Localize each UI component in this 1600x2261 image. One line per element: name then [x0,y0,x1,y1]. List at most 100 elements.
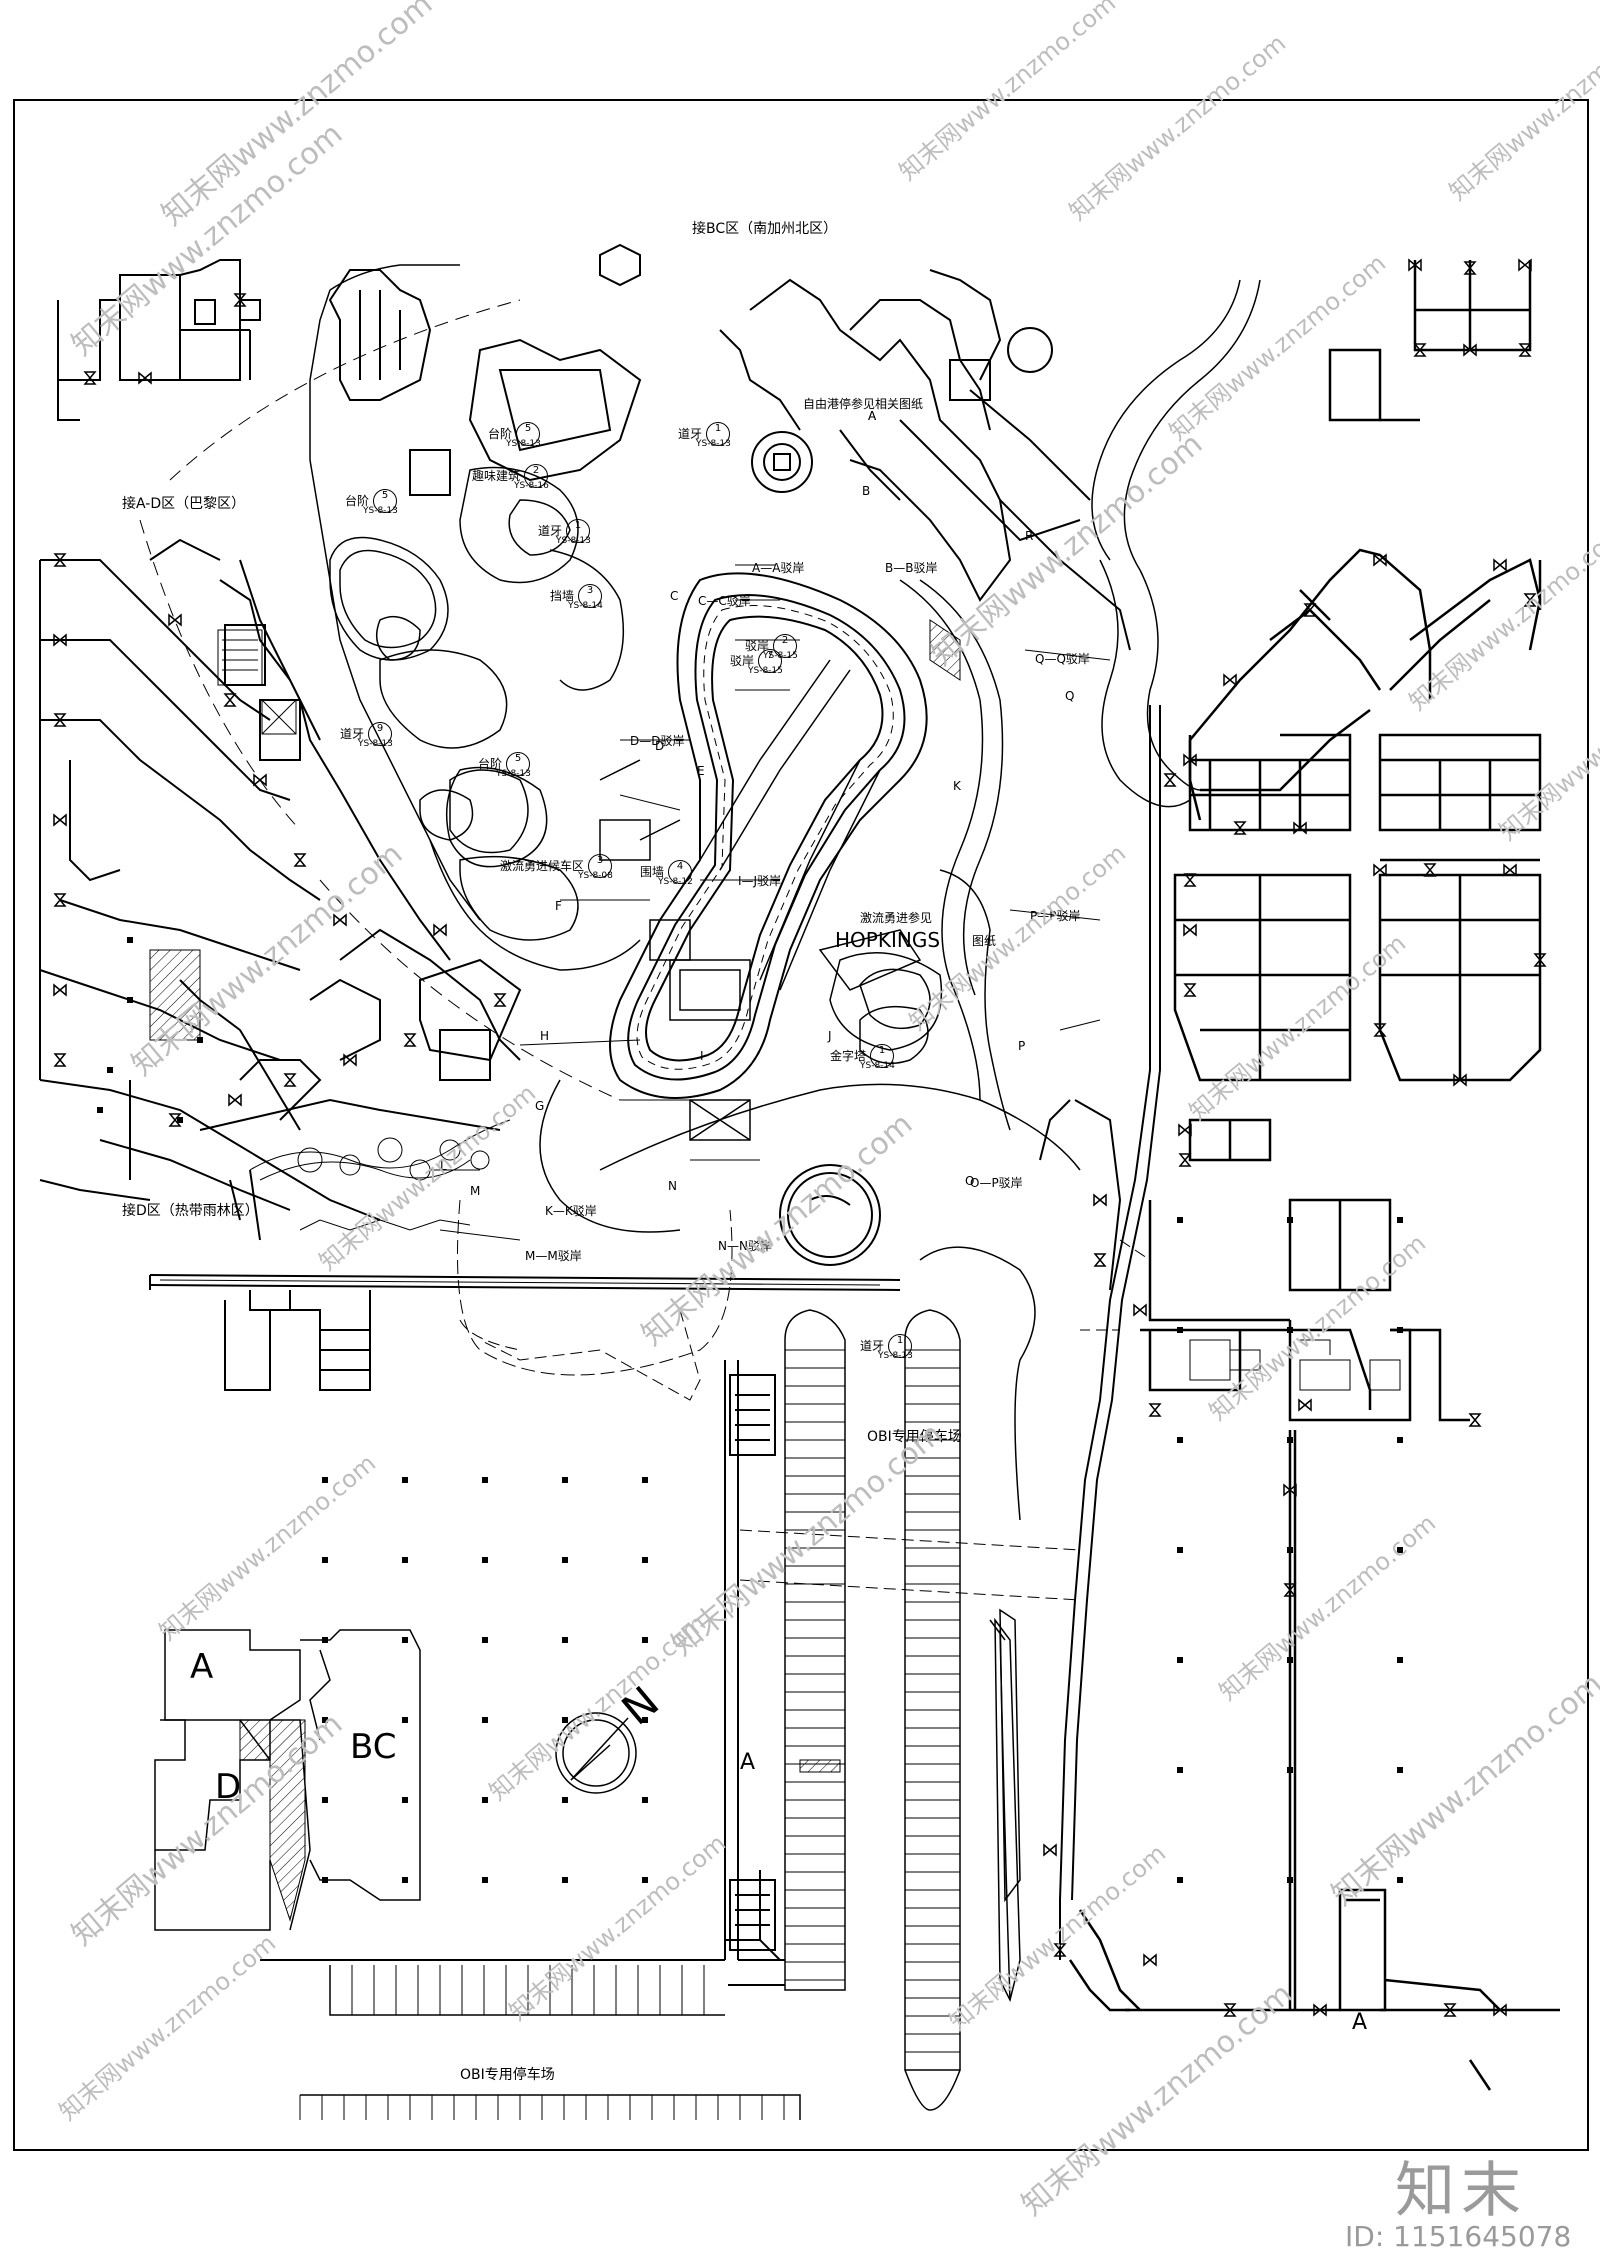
callout-bubble: 1 [870,1044,894,1068]
lagoon-islands [329,466,641,971]
callout-ref: YS-8-08 [578,871,613,881]
column-marker [562,1557,568,1563]
column-marker [1287,1547,1293,1553]
ne-buildings [719,269,1131,651]
callout-bubble: 3 [588,854,612,878]
center-stair-core [729,1374,776,1951]
column-marker [1177,1767,1183,1773]
wall-connector [1453,1073,1467,1087]
section-cut-lines [430,564,1111,1241]
key-plan-d-label: D [215,1767,242,1807]
wall-connector [1468,1413,1482,1427]
column-marker [322,1877,328,1883]
wall-connector [1463,261,1477,275]
column-marker [1177,1877,1183,1883]
wall-connector [53,713,67,727]
wall-connector [1423,863,1437,877]
column-marker [177,1117,183,1123]
wall-connector [1223,2003,1237,2017]
drawing-frame [13,99,1589,2151]
section-mark-g: G [535,1099,545,1113]
section-mark-k: K [953,779,961,793]
column-marker [402,1477,408,1483]
section-label-d: D—D驳岸 [630,734,685,748]
sw-buildings [199,928,522,1241]
marker-a-mid: A [740,1750,756,1775]
wall-connector [223,693,237,707]
column-marker [322,1557,328,1563]
river-channel [609,572,928,1099]
wall-connector [53,1053,67,1067]
wall-connector [1373,863,1387,877]
ne-curved-road [1091,279,1261,808]
river-center-dash [636,605,894,1070]
column-marker [1287,1767,1293,1773]
wall-connector [293,853,307,867]
column-marker [562,1797,568,1803]
wall-connector [1043,1843,1057,1857]
west-stair-block [149,629,297,1041]
column-marker [1287,1877,1293,1883]
section-label-k: K—K驳岸 [545,1204,597,1218]
se-building [1068,1888,1560,2091]
marker-a-right: A [1352,2010,1368,2035]
column-marker [322,1717,328,1723]
callout-ref: YS-8-13 [363,506,398,516]
sw-parking-dashes [459,1239,1151,1601]
column-marker [1397,1437,1403,1443]
column-marker [482,1717,488,1723]
callout-bubble: 4 [668,860,692,884]
callout-bubble: 5 [506,752,530,776]
parking-stall-lines-b [905,1349,960,2053]
ne-hatch-strip [929,619,961,681]
south-stall-lines [329,1965,705,2015]
wall-connector [1313,2003,1327,2017]
column-marker [402,1877,408,1883]
callout-text: 道牙 [538,524,563,538]
section-label-m: M—M驳岸 [525,1249,582,1263]
hopkings-suffix: 图纸 [972,934,997,948]
wall-connector [1303,603,1317,617]
column-marker [197,1037,203,1043]
column-markers [97,937,1403,1883]
callout-text: 激流勇进候车区 [500,859,585,873]
callout-ref: YS-8-13 [506,439,541,449]
wall-connector [1183,753,1197,767]
wall-connector [1298,1398,1312,1412]
section-label-o: O—P驳岸 [970,1176,1023,1190]
wall-connector [1533,953,1547,967]
key-plan-bc-label: BC [350,1727,397,1767]
wall-connector [1283,1583,1297,1597]
callout-bubble: 2 [773,634,797,658]
wall-connector [1283,1483,1297,1497]
free-building-note: 自由港停参见相关图纸 [803,397,924,411]
wall-connector [493,993,507,1007]
wall-connectors [53,258,1547,2017]
wall-connector [1163,773,1177,787]
column-marker [562,1637,568,1643]
column-marker [322,1797,328,1803]
callout-bubble: 2 [524,464,548,488]
column-marker [402,1557,408,1563]
column-marker [562,1717,568,1723]
wall-connector [1093,1253,1107,1267]
callout-ref: YS-8-13 [358,739,393,749]
column-marker [642,1797,648,1803]
callout-bubble: 5 [516,422,540,446]
wall-connector [53,893,67,907]
wall-connector [403,1033,417,1047]
column-marker [642,1477,648,1483]
callout-ref: YS-8-13 [496,769,531,779]
callout-ref: YS-8-16 [514,481,549,491]
callout-bubble: 9 [368,722,392,746]
column-marker [322,1637,328,1643]
road-band-texture [159,1279,881,1286]
column-marker [1177,1547,1183,1553]
nw-building-block [57,259,261,421]
column-marker [1397,1547,1403,1553]
wall-connector [1293,821,1307,835]
column-marker [1397,1877,1403,1883]
wall-connector [253,773,267,787]
wall-connector [1523,593,1537,607]
wall-connector [283,1073,297,1087]
